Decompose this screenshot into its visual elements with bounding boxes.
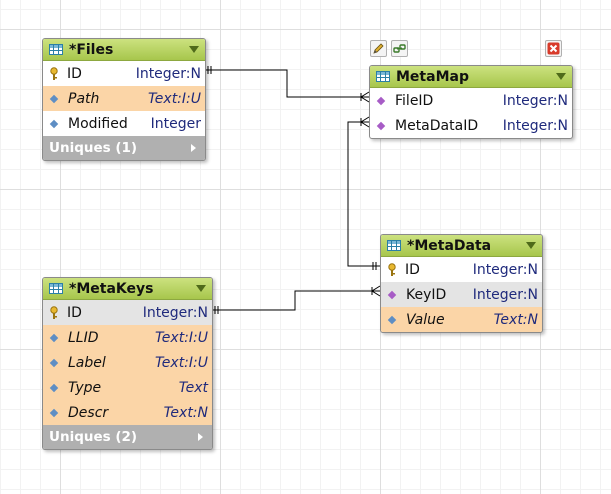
collapse-arrow-icon[interactable] xyxy=(526,242,536,249)
field-name: Type xyxy=(68,379,102,396)
field-row[interactable]: Type Text xyxy=(43,375,212,400)
edit-button[interactable] xyxy=(370,40,387,57)
foreign-key-diamond-icon xyxy=(387,290,397,299)
field-row[interactable]: Label Text:I:U xyxy=(43,350,212,375)
link-metakeys-metadata xyxy=(211,290,380,311)
field-name: Value xyxy=(406,311,445,328)
field-diamond-icon xyxy=(49,408,59,417)
entity-metadata[interactable]: *MetaData ID Integer:N KeyID Integer:N V… xyxy=(380,234,543,333)
table-icon xyxy=(49,44,63,55)
field-name: Label xyxy=(68,354,106,371)
field-row[interactable]: ID Integer:N xyxy=(43,300,212,325)
entity-title: MetaMap xyxy=(396,68,469,85)
foreign-key-diamond-icon xyxy=(376,96,386,105)
field-row[interactable]: KeyID Integer:N xyxy=(381,282,542,307)
entity-metamap[interactable]: MetaMap FileID Integer:N MetaDataID Inte… xyxy=(369,65,573,139)
field-type: Text:N xyxy=(163,404,208,421)
field-type: Integer:N xyxy=(472,261,538,278)
link-icon xyxy=(393,44,406,53)
field-type: Text:N xyxy=(493,311,538,328)
entity-header[interactable]: *Files xyxy=(43,39,205,61)
field-diamond-icon xyxy=(49,383,59,392)
field-name: LLID xyxy=(68,329,99,346)
field-diamond-icon xyxy=(49,358,59,367)
table-icon xyxy=(387,240,401,251)
expand-arrow-icon[interactable] xyxy=(198,433,203,441)
field-type: Text:I:U xyxy=(154,354,208,371)
field-type: Integer xyxy=(150,115,201,132)
collapse-arrow-icon[interactable] xyxy=(556,73,566,80)
field-diamond-icon xyxy=(49,94,59,103)
field-type: Text:I:U xyxy=(147,90,201,107)
collapse-arrow-icon[interactable] xyxy=(196,285,206,292)
field-type: Text:I:U xyxy=(154,329,208,346)
entity-metakeys[interactable]: *MetaKeys ID Integer:N LLID Text:I:U Lab… xyxy=(42,277,213,450)
field-name: KeyID xyxy=(406,286,447,303)
field-name: Modified xyxy=(68,115,128,132)
field-row[interactable]: LLID Text:I:U xyxy=(43,325,212,350)
entity-title: *MetaData xyxy=(407,237,492,254)
field-row[interactable]: Modified Integer xyxy=(43,111,205,136)
field-row[interactable]: MetaDataID Integer:N xyxy=(370,113,572,138)
entity-title: *MetaKeys xyxy=(69,280,154,297)
entity-title: *Files xyxy=(69,41,114,58)
delete-icon xyxy=(547,42,560,55)
field-diamond-icon xyxy=(49,119,59,128)
link-metamap-metadata xyxy=(347,121,380,267)
field-type: Integer:N xyxy=(472,286,538,303)
field-diamond-icon xyxy=(49,333,59,342)
field-name: MetaDataID xyxy=(395,117,479,134)
uniques-label: Uniques (2) xyxy=(49,429,138,445)
delete-button[interactable] xyxy=(545,40,562,57)
field-type: Integer:N xyxy=(502,117,568,134)
field-type: Integer:N xyxy=(135,65,201,82)
link-button[interactable] xyxy=(391,40,408,57)
field-name: Path xyxy=(68,90,100,107)
field-row[interactable]: ID Integer:N xyxy=(43,61,205,86)
entity-header[interactable]: *MetaData xyxy=(381,235,542,257)
uniques-section[interactable]: Uniques (1) xyxy=(43,136,205,160)
primary-key-icon xyxy=(50,66,58,80)
link-files-metamap xyxy=(204,69,369,98)
field-name: ID xyxy=(67,304,82,321)
table-icon xyxy=(376,71,390,82)
field-row[interactable]: FileID Integer:N xyxy=(370,88,572,113)
primary-key-icon xyxy=(388,262,396,276)
entity-header[interactable]: *MetaKeys xyxy=(43,278,212,300)
entity-files[interactable]: *Files ID Integer:N Path Text:I:U Modifi… xyxy=(42,38,206,161)
field-row[interactable]: Value Text:N xyxy=(381,307,542,332)
field-type: Integer:N xyxy=(502,92,568,109)
pencil-icon xyxy=(373,43,384,54)
field-diamond-icon xyxy=(387,315,397,324)
field-name: Descr xyxy=(68,404,109,421)
uniques-section[interactable]: Uniques (2) xyxy=(43,425,212,449)
expand-arrow-icon[interactable] xyxy=(191,144,196,152)
primary-key-icon xyxy=(50,305,58,319)
foreign-key-diamond-icon xyxy=(376,121,386,130)
table-icon xyxy=(49,283,63,294)
field-name: ID xyxy=(67,65,82,82)
field-row[interactable]: Path Text:I:U xyxy=(43,86,205,111)
collapse-arrow-icon[interactable] xyxy=(189,46,199,53)
uniques-label: Uniques (1) xyxy=(49,140,138,156)
field-type: Integer:N xyxy=(142,304,208,321)
entity-header[interactable]: MetaMap xyxy=(370,66,572,88)
field-type: Text xyxy=(178,379,208,396)
field-row[interactable]: Descr Text:N xyxy=(43,400,212,425)
field-name: FileID xyxy=(395,92,434,109)
field-row[interactable]: ID Integer:N xyxy=(381,257,542,282)
field-name: ID xyxy=(405,261,420,278)
